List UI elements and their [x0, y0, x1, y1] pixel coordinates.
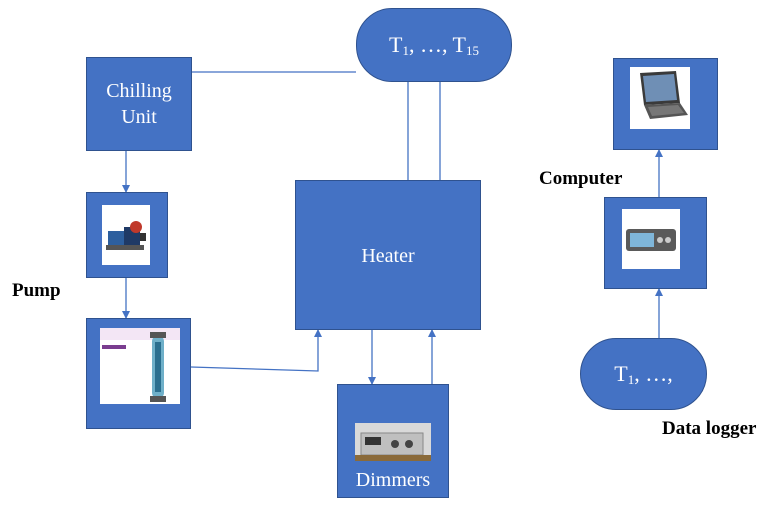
data-logger-label: Data logger [662, 418, 757, 439]
arrow-flowmeter-to-heater [190, 329, 322, 372]
laptop-photo [630, 67, 690, 129]
heater-label: Heater [361, 245, 415, 267]
dimmers-node: Dimmers [337, 384, 449, 498]
flow-meter-node [86, 318, 191, 429]
logger-sensors-node: T1, …, [580, 338, 707, 410]
temperature-sensors-label: T1, …, T15 [389, 31, 479, 58]
flow-meter-photo [100, 328, 180, 404]
data-logger-node [604, 197, 707, 289]
pump-photo [102, 205, 150, 265]
dimmer-photo [355, 423, 431, 461]
chilling-unit-node: Chilling Unit [86, 57, 192, 151]
computer-label: Computer [539, 168, 623, 189]
logger-sensors-label: T1, …, [614, 360, 673, 387]
computer-node [613, 58, 718, 150]
chilling-unit-label: Chilling Unit [106, 80, 172, 128]
pump-node [86, 192, 168, 278]
pump-label: Pump [12, 280, 61, 301]
dimmers-label: Dimmers [355, 469, 431, 491]
temperature-sensors-node: T1, …, T15 [356, 8, 512, 82]
data-logger-photo [622, 209, 680, 269]
heater-node: Heater [295, 180, 481, 330]
